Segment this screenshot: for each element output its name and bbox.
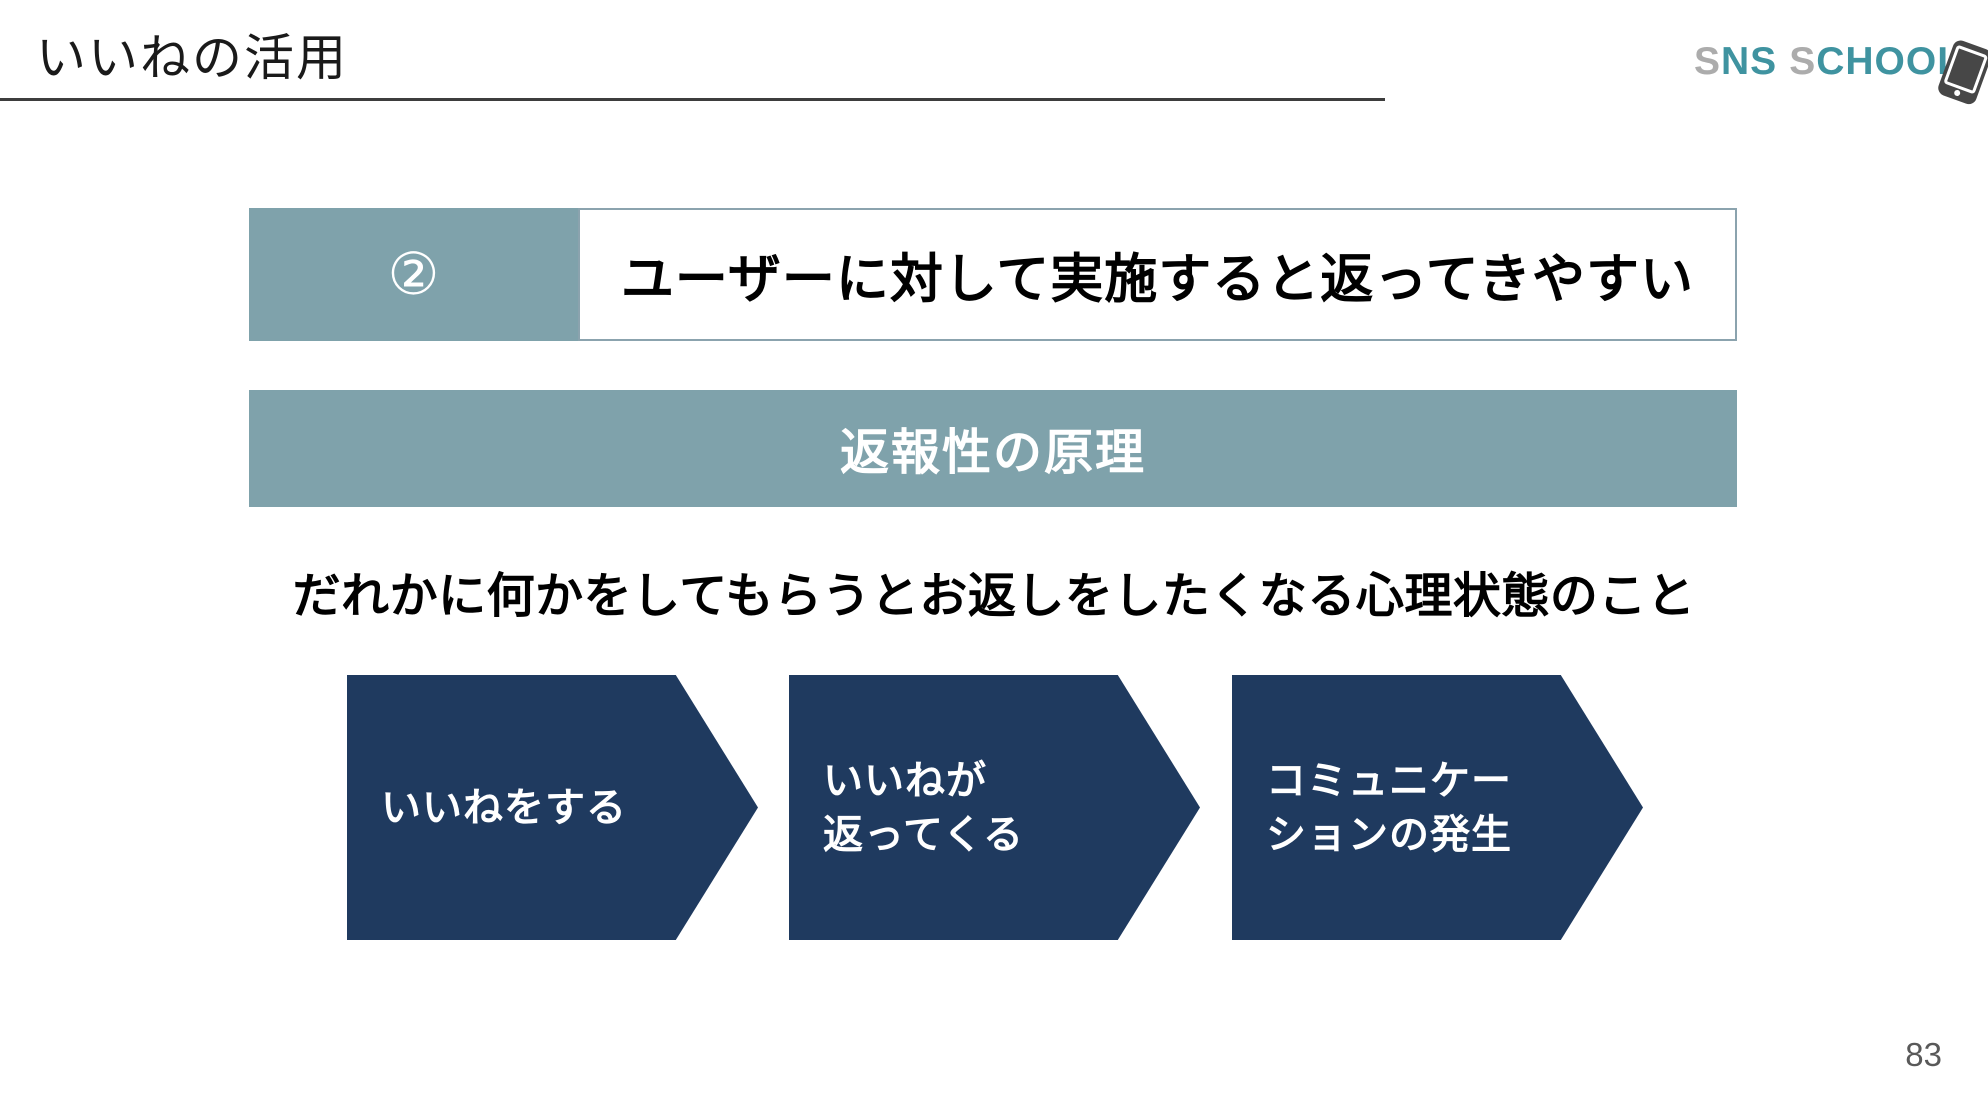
flow-step-label: いいねが xyxy=(823,758,987,803)
page-title: いいねの活用 xyxy=(36,30,348,86)
smartphone-icon xyxy=(1931,37,1988,117)
point-headline: ユーザーに対して実施すると返ってきやすい xyxy=(620,249,1695,309)
point-number-cell: ② xyxy=(249,208,578,341)
principle-title: 返報性の原理 xyxy=(839,426,1146,480)
logo-letter-group: S xyxy=(1789,40,1817,83)
flow-step-like: いいねをする xyxy=(347,675,758,940)
flow-step-like-returned: いいねが 返ってくる xyxy=(789,675,1200,940)
logo-letter-group: CHOOL xyxy=(1816,40,1963,83)
point-row: ② ユーザーに対して実施すると返ってきやすい xyxy=(249,208,1737,341)
flow-step-communication: コミュニケー ションの発生 xyxy=(1232,675,1643,940)
page-number: 83 xyxy=(1905,1036,1942,1073)
flow-step-label: ションの発生 xyxy=(1266,812,1512,857)
circled-number-badge: ② xyxy=(387,241,440,307)
definition-text: だれかに何かをしてもらうとお返しをしたくなる心理状態のこと xyxy=(292,570,1696,623)
logo-letter-group: NS xyxy=(1721,40,1778,83)
flow-step-label: コミュニケー xyxy=(1266,758,1512,803)
point-text-cell: ユーザーに対して実施すると返ってきやすい xyxy=(578,208,1737,341)
definition-line: だれかに何かをしてもらうとお返しをしたくなる心理状態のこと xyxy=(0,556,1988,626)
flow-step-label: 返ってくる xyxy=(823,812,1024,857)
title-underline xyxy=(0,98,1385,101)
flow-step-label: いいねをする xyxy=(381,785,627,830)
logo-letter-group: S xyxy=(1694,40,1722,83)
principle-banner: 返報性の原理 xyxy=(249,390,1737,507)
